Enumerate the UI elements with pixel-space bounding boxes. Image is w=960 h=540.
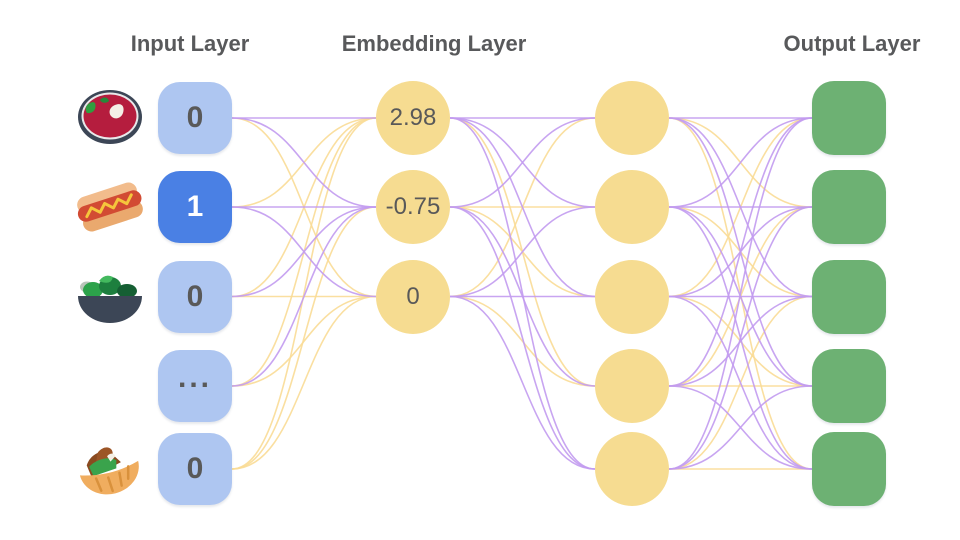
hidden-node [595, 170, 669, 244]
input-node-label: 0 [186, 101, 204, 134]
edge [668, 295, 813, 387]
output-node [812, 170, 886, 244]
input-node: 0 [158, 82, 232, 154]
embedding-node: -0.75 [376, 170, 450, 244]
output-node [812, 81, 886, 155]
edge [449, 117, 596, 208]
edge [449, 295, 596, 387]
embedding-node-label: 2.98 [389, 104, 437, 131]
edge [449, 117, 596, 470]
hidden-node [595, 349, 669, 423]
stuffed-pita-icon [71, 438, 149, 500]
edge [449, 295, 596, 470]
output-node [812, 432, 886, 506]
embedding-node: 0 [376, 259, 450, 334]
output-node [812, 259, 886, 334]
edge [231, 295, 377, 387]
input-node: ... [158, 350, 232, 422]
hidden-node [595, 432, 669, 506]
embedding-node-label: -0.75 [385, 193, 441, 220]
input-node: 0 [158, 260, 232, 333]
borscht-soup-icon [71, 87, 149, 149]
hot-dog-icon [71, 176, 149, 238]
salad-icon [71, 266, 149, 328]
edge [231, 206, 377, 387]
input-node: 1 [158, 171, 232, 243]
edge [231, 295, 377, 470]
edge [668, 117, 813, 208]
input-node-label: 0 [186, 279, 204, 313]
input-node: 0 [158, 433, 232, 505]
input-node-label: 1 [186, 190, 204, 223]
edge [231, 206, 377, 298]
edge [231, 117, 377, 208]
output-layer-title: Output Layer [783, 31, 921, 56]
edge [231, 206, 377, 470]
edge [449, 117, 596, 298]
embedding-node: 2.98 [376, 81, 450, 155]
edge [449, 206, 596, 298]
input-node-label: 0 [186, 452, 204, 485]
input-node-label: ... [177, 360, 212, 394]
edge [668, 206, 813, 470]
input-layer-title: Input Layer [130, 31, 250, 56]
edge [668, 117, 813, 470]
embedding-layer-title: Embedding Layer [341, 31, 527, 56]
output-node [812, 349, 886, 423]
embedding-node-label: 0 [406, 282, 420, 310]
hidden-node [595, 259, 669, 334]
edge [668, 385, 813, 470]
edge [668, 117, 813, 387]
edge [231, 117, 377, 470]
edge [668, 295, 813, 470]
hidden-node [595, 81, 669, 155]
edge [449, 206, 596, 470]
